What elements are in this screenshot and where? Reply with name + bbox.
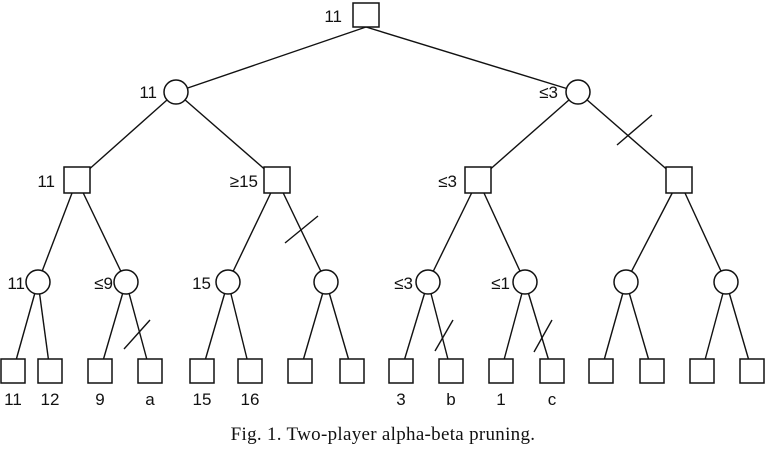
max-node-root	[352, 2, 380, 28]
edge	[701, 281, 727, 372]
max-node	[63, 166, 91, 194]
node-labels: 11 11 ≤3 11 ≥15 ≤3 11 ≤9 15 ≤3 ≤1	[7, 7, 558, 293]
leaf-node	[37, 358, 63, 384]
figure-caption: Fig. 1. Two-player alpha-beta pruning.	[230, 424, 536, 445]
leaf-node	[0, 358, 26, 384]
edge	[427, 179, 479, 283]
node-value-label: ≤3	[539, 83, 558, 102]
min-node	[25, 269, 51, 295]
edge	[524, 281, 553, 372]
min-node	[512, 269, 538, 295]
edge	[500, 281, 526, 372]
min-node	[215, 269, 241, 295]
prune-mark	[616, 114, 653, 146]
edge	[427, 281, 452, 372]
leaf-value-label: b	[446, 390, 455, 409]
leaf-node	[739, 358, 765, 384]
leaf-node	[488, 358, 514, 384]
edge	[625, 281, 653, 372]
edge	[227, 179, 278, 283]
leaf-value-label: 3	[396, 390, 405, 409]
edge	[201, 281, 229, 372]
tree-edges	[12, 26, 753, 372]
edge	[76, 179, 127, 283]
leaf-value-label: 9	[95, 390, 104, 409]
game-tree-diagram: 11 11 ≤3 11 ≥15 ≤3 11 ≤9 15 ≤3 ≤1 11 12 …	[0, 2, 765, 409]
node-value-label: ≤9	[94, 274, 113, 293]
edge	[37, 281, 51, 372]
leaf-value-label: 12	[41, 390, 60, 409]
leaf-node	[237, 358, 263, 384]
prune-mark	[284, 215, 319, 244]
edge	[227, 281, 251, 372]
leaf-node	[137, 358, 163, 384]
edge	[299, 281, 327, 372]
prune-mark	[533, 319, 553, 353]
leaf-node	[588, 358, 614, 384]
node-value-label: 11	[324, 7, 342, 26]
node-value-label: ≤3	[438, 172, 457, 191]
edge	[725, 281, 753, 372]
edge	[175, 91, 278, 181]
edge	[175, 26, 367, 93]
node-value-label: 11	[7, 274, 25, 293]
node-value-label: 15	[192, 274, 211, 293]
node-value-label: 11	[139, 83, 157, 102]
pruning-cut-marks	[123, 114, 653, 353]
leaf-node	[689, 358, 715, 384]
leaf-node	[339, 358, 365, 384]
leaf-value-label: 11	[4, 390, 22, 409]
min-node	[613, 269, 639, 295]
edge	[365, 26, 579, 93]
leaf-value-label: 15	[193, 390, 212, 409]
max-node	[665, 166, 693, 194]
edge	[400, 281, 429, 372]
max-node	[263, 166, 291, 194]
edge	[477, 179, 526, 283]
edge	[600, 281, 627, 372]
leaf-value-label: 16	[241, 390, 260, 409]
min-nodes	[25, 79, 739, 295]
prune-mark	[434, 319, 454, 352]
leaf-node	[388, 358, 414, 384]
max-nodes	[63, 2, 693, 194]
leaf-node	[87, 358, 113, 384]
prune-mark	[123, 319, 151, 350]
edge	[125, 281, 151, 372]
leaf-node	[639, 358, 665, 384]
min-node	[313, 269, 339, 295]
node-value-label: 11	[37, 172, 55, 191]
leaf-node	[438, 358, 464, 384]
leaf-node	[539, 358, 565, 384]
leaf-node	[189, 358, 215, 384]
min-node	[113, 269, 139, 295]
max-node	[464, 166, 492, 194]
edge	[477, 91, 579, 181]
leaf-value-label: a	[145, 390, 155, 409]
leaf-node	[287, 358, 313, 384]
node-value-label: ≤3	[394, 274, 413, 293]
edge	[99, 281, 127, 372]
edge	[76, 91, 177, 181]
leaf-nodes	[0, 358, 765, 384]
min-node	[565, 79, 591, 105]
edge	[625, 179, 680, 283]
leaf-labels: 11 12 9 a 15 16 3 b 1 c	[4, 390, 557, 409]
edge	[37, 179, 78, 283]
edge	[325, 281, 353, 372]
node-value-label: ≥15	[230, 172, 258, 191]
edge	[678, 179, 727, 283]
leaf-value-label: c	[548, 390, 557, 409]
min-node	[163, 79, 189, 105]
leaf-value-label: 1	[496, 390, 505, 409]
min-node	[713, 269, 739, 295]
edge	[12, 281, 39, 372]
node-value-label: ≤1	[491, 274, 510, 293]
edge	[276, 179, 327, 283]
min-node	[415, 269, 441, 295]
